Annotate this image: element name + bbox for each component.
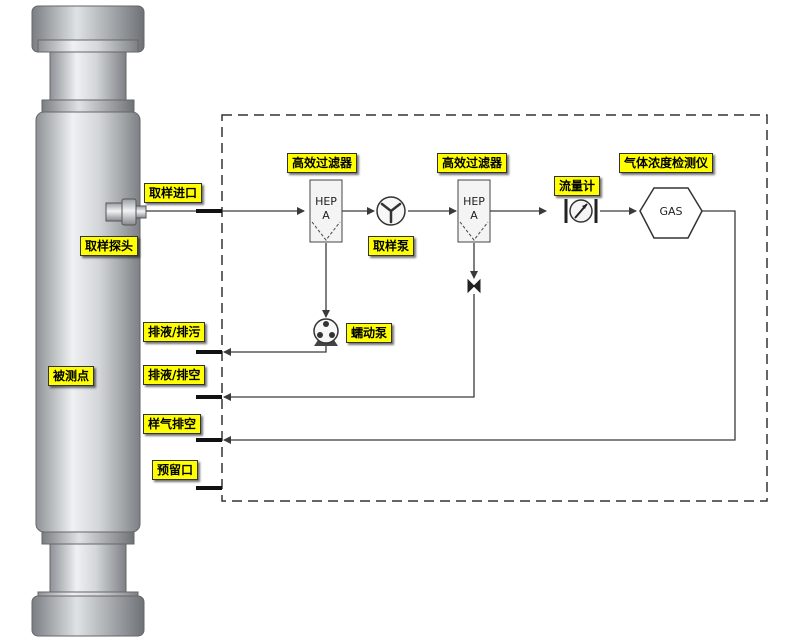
hepa-2-text-1: HEP <box>463 195 485 208</box>
analyzer-enclosure <box>221 114 768 502</box>
bottom-collar <box>41 531 135 545</box>
label-drain-vent: 排液/排空 <box>143 365 206 385</box>
label-flowmeter: 流量计 <box>554 176 601 196</box>
sampling-probe <box>105 198 147 226</box>
top-neck <box>49 51 127 101</box>
top-collar <box>41 99 135 113</box>
label-measured-point: 被测点 <box>48 366 95 386</box>
label-sampling-inlet: 取样进口 <box>144 183 203 203</box>
hepa-filter-2: HEP A <box>457 179 491 243</box>
peristaltic-pump-icon <box>313 318 339 346</box>
sampling-pump-icon <box>376 196 406 226</box>
label-hepa-filter-1: 高效过滤器 <box>287 153 358 173</box>
hepa-2-text-2: A <box>470 209 478 222</box>
label-reserved-port: 预留口 <box>152 460 199 480</box>
hepa-1-text-1: HEP <box>315 195 337 208</box>
gas-text: GAS <box>659 205 682 218</box>
flowmeter-icon <box>564 199 598 223</box>
top-flange-lip <box>37 39 139 53</box>
bottom-flange <box>31 595 145 637</box>
label-sample-gas-vent: 样气排空 <box>143 414 202 434</box>
label-peristaltic-pump: 蠕动泵 <box>346 323 393 343</box>
label-hepa-filter-2: 高效过滤器 <box>437 153 508 173</box>
hepa-filter-1: HEP A <box>309 179 343 243</box>
needle-valve-icon <box>467 278 481 294</box>
label-gas-analyzer: 气体浓度检测仪 <box>619 153 714 173</box>
label-drain-waste: 排液/排污 <box>143 322 206 342</box>
ports <box>196 209 222 490</box>
label-sampling-pump: 取样泵 <box>368 236 415 256</box>
bottom-neck <box>49 543 127 593</box>
gas-analyzer: GAS <box>639 187 703 239</box>
pipework <box>146 207 736 444</box>
hepa-1-text-2: A <box>322 209 330 222</box>
measured-pipe <box>31 5 145 637</box>
pipe-body <box>35 111 141 533</box>
label-sampling-probe: 取样探头 <box>80 236 139 256</box>
